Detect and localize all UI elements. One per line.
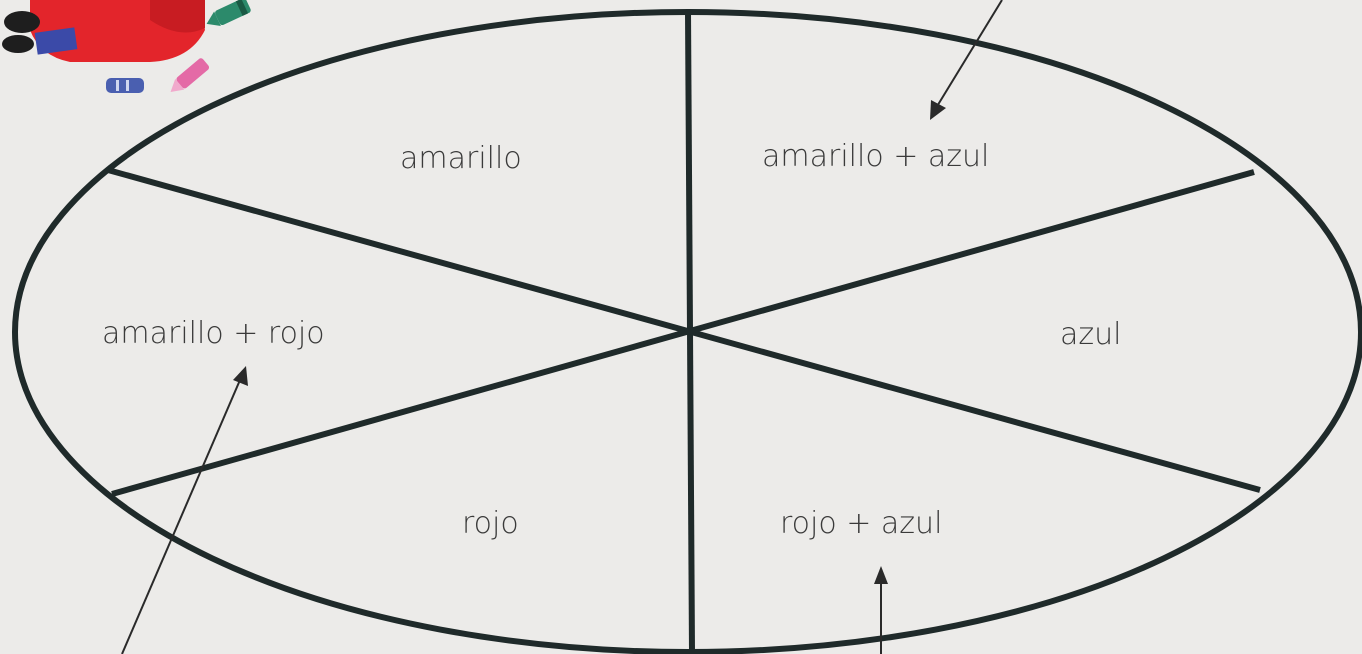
sector-label-top-right: amarillo + azul (762, 139, 989, 174)
crayons-illustration-icon (2, 0, 252, 97)
sector-label-bottom-left: rojo (462, 506, 519, 541)
sector-label-right: azul (1060, 317, 1121, 352)
sector-label-top-left: amarillo (400, 141, 522, 176)
arrow-to-top-right-icon (930, 0, 1002, 120)
sector-label-left: amarillo + rojo (102, 316, 325, 351)
arrow-to-left-icon (122, 366, 248, 654)
sector-label-bottom-right: rojo + azul (780, 506, 942, 541)
